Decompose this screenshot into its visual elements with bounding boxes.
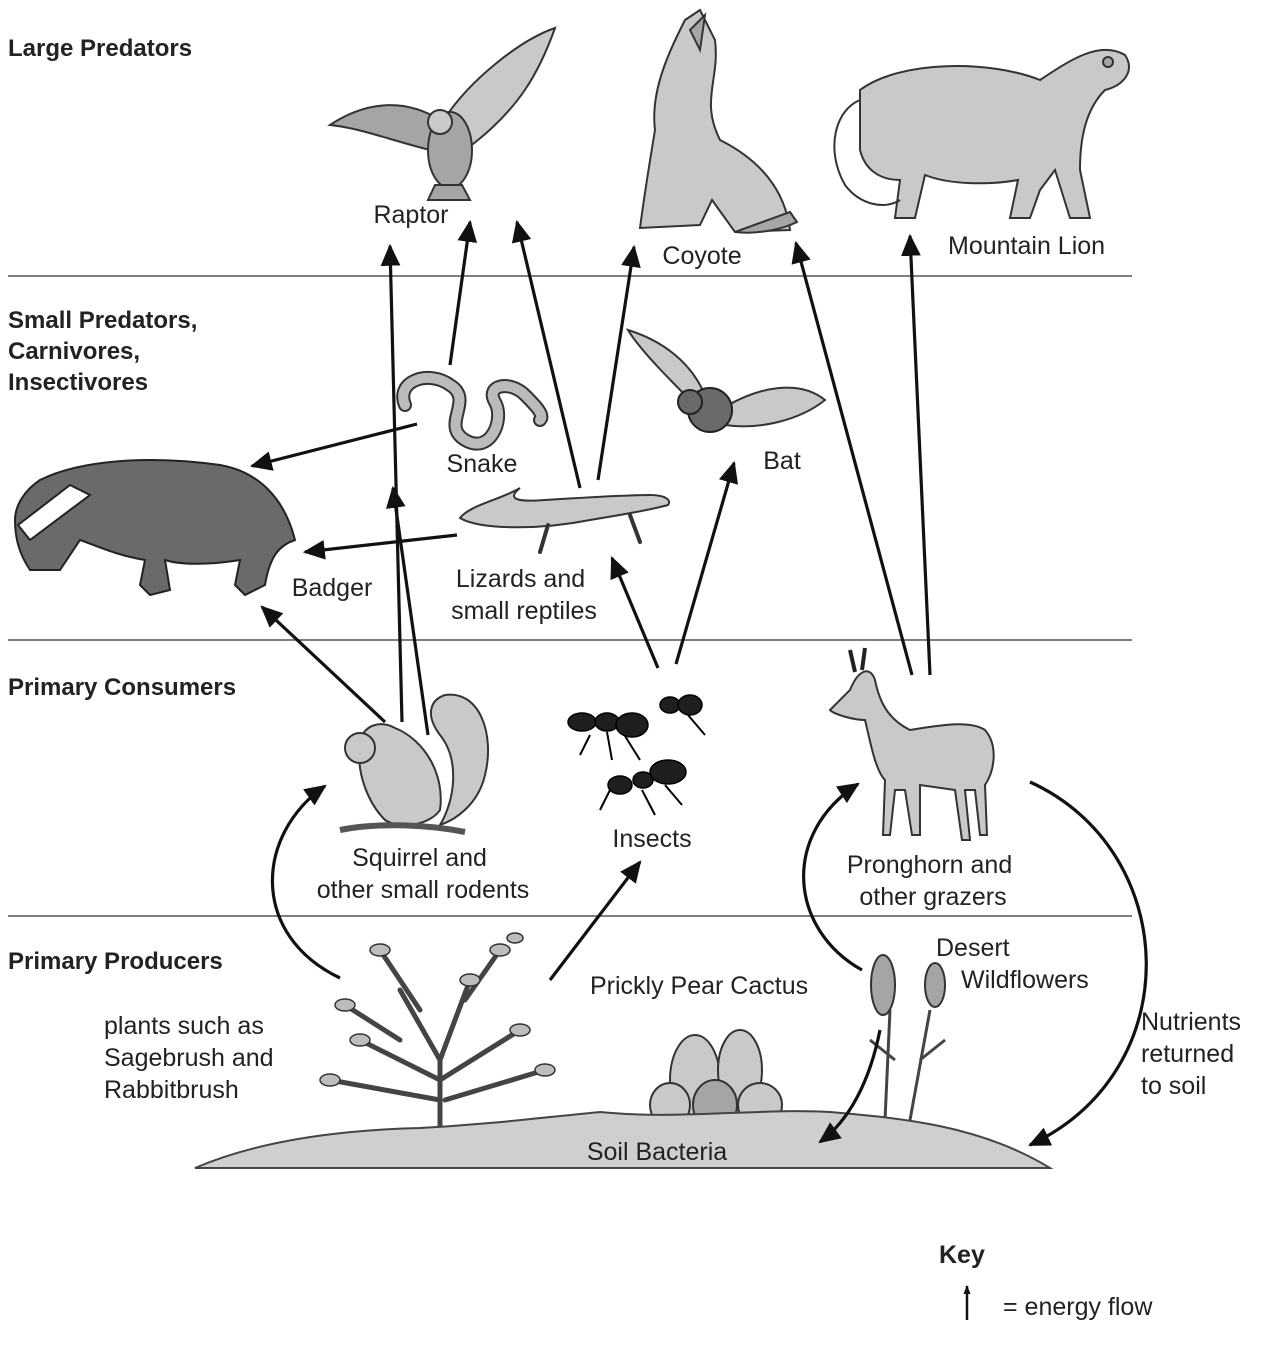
bat-illustration (628, 330, 825, 432)
snake-illustration (403, 378, 541, 444)
level-large-predators: Large Predators (8, 35, 192, 62)
label-plants: plants such as Sagebrush and Rabbitbrush (104, 1012, 281, 1104)
label-raptor: Raptor (373, 201, 448, 229)
shrub-illustration (320, 933, 555, 1130)
label-mountain-lion: Mountain Lion (948, 232, 1105, 260)
badger-illustration (15, 460, 295, 595)
level-primary-producers: Primary Producers (8, 948, 223, 975)
energy-flow-arrows (252, 222, 1146, 1145)
lizard-illustration (460, 488, 669, 552)
level-small-predators: Small Predators, Carnivores, Insectivore… (8, 307, 204, 396)
label-coyote: Coyote (662, 242, 741, 270)
pronghorn-illustration (830, 648, 994, 840)
label-snake: Snake (447, 450, 518, 478)
arrow-snake-to-raptor (450, 222, 470, 365)
arrow-lizard-to-badger (305, 535, 457, 552)
label-wildflowers: Desert Wildflowers (936, 934, 1089, 994)
label-insects: Insects (612, 825, 691, 853)
arrow-insects-to-bat (676, 463, 734, 664)
arrow-pronghorn-to-lion (910, 236, 930, 675)
arrow-squirrel-to-badger (262, 607, 385, 722)
mountain-lion-illustration (834, 50, 1129, 218)
label-soil-bacteria: Soil Bacteria (587, 1138, 727, 1166)
wildflowers-illustration (870, 955, 945, 1120)
label-pronghorn: Pronghorn and other grazers (847, 851, 1019, 911)
arrow-squirrel-to-raptor (390, 246, 402, 722)
arrow-lizard-to-raptor (517, 222, 580, 488)
arrow-insects-to-lizard (612, 558, 658, 668)
key-energy-flow-label: = energy flow (1003, 1293, 1153, 1321)
coyote-illustration (640, 10, 797, 233)
arrow-pronghorn-to-soil (1030, 782, 1146, 1145)
label-nutrients: Nutrients returned to soil (1141, 1008, 1248, 1100)
arrow-shrub-to-insects (550, 862, 640, 980)
label-badger: Badger (292, 574, 373, 602)
squirrel-illustration (340, 695, 488, 832)
label-squirrel: Squirrel and other small rodents (317, 844, 530, 904)
insects-illustration (568, 695, 705, 815)
label-lizards: Lizards and small reptiles (451, 565, 597, 625)
raptor-illustration (330, 28, 555, 200)
arrow-lizard-to-coyote (598, 247, 634, 480)
label-prickly-pear: Prickly Pear Cactus (590, 972, 808, 1000)
label-bat: Bat (763, 447, 801, 475)
level-primary-consumers: Primary Consumers (8, 674, 236, 701)
arrow-snake-to-badger (252, 424, 417, 466)
key-title: Key (939, 1241, 985, 1269)
arrow-pronghorn-to-coyote (796, 243, 912, 675)
